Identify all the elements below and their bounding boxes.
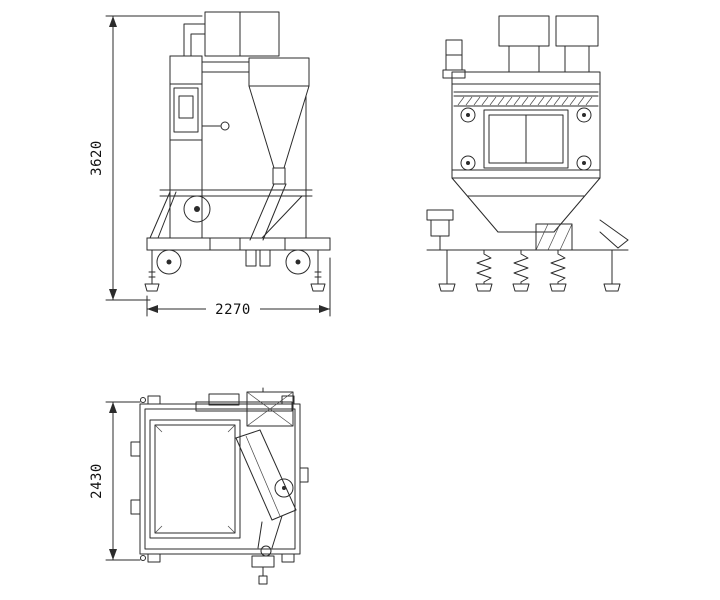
front-view: [426, 15, 629, 292]
length-dimension-label: 2270: [215, 302, 251, 318]
blower-fan: [183, 195, 211, 223]
height-dimension-label: 3620: [89, 140, 105, 176]
width-dimension: 2430: [89, 401, 141, 561]
cyclone-separator: [201, 57, 310, 239]
wheel-rear: [285, 249, 311, 275]
screen-box-plan: [149, 419, 241, 539]
suspension-springs: [446, 249, 613, 285]
top-view: 2430: [89, 387, 309, 585]
elevator-column: [169, 55, 230, 239]
base-frame: [146, 237, 331, 251]
discharge-duct: [245, 183, 287, 267]
wheel-front: [156, 249, 182, 275]
top-hopper-box: [183, 11, 280, 57]
jack-foot-left: [144, 249, 160, 292]
mid-frame: [149, 189, 313, 239]
feed-inlet-plan: [195, 387, 294, 427]
machine-feet: [438, 283, 621, 292]
width-dimension-label: 2430: [89, 463, 105, 499]
front-hopper: [426, 177, 629, 251]
side-view: 3620: [89, 11, 331, 318]
height-dimension: 3620: [89, 15, 203, 301]
duct-plan: [235, 429, 297, 585]
vibrating-screen-body: [451, 71, 601, 179]
length-dimension: 2270: [146, 257, 331, 318]
top-boxes: [442, 15, 599, 79]
top-body-outline: [130, 395, 309, 563]
jack-foot-right: [310, 249, 326, 292]
